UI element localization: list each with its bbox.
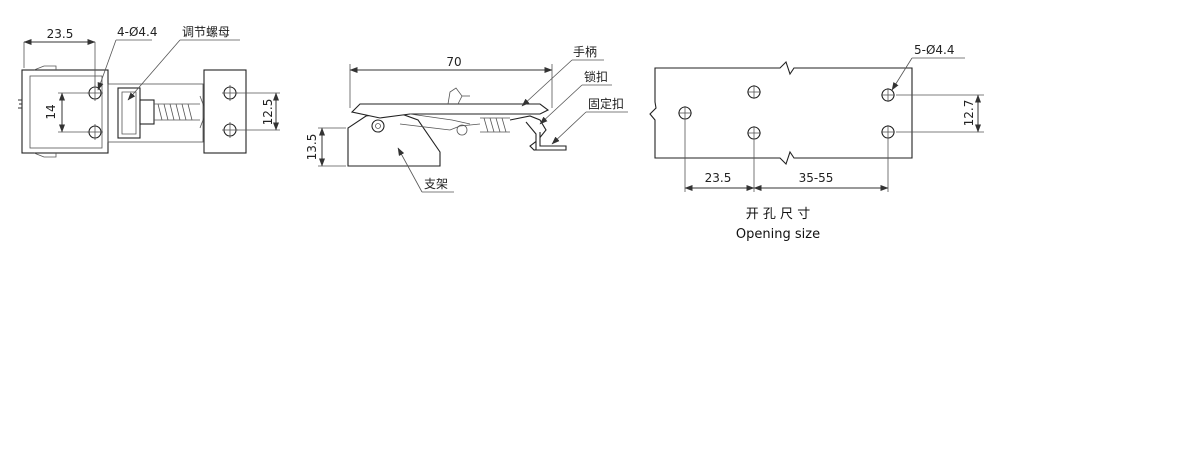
label-handle: 手柄 bbox=[573, 45, 597, 59]
top-view: 23.5 4-Ø4.4 调节螺母 14 12.5 bbox=[18, 25, 280, 158]
dim-top-height-14: 14 bbox=[44, 104, 58, 119]
label-bracket: 支架 bbox=[424, 177, 448, 191]
pivot-pin bbox=[371, 119, 385, 133]
label-lock: 锁扣 bbox=[584, 69, 608, 84]
dim-hole-left: 23.5 bbox=[705, 171, 732, 185]
dim-top-height-12-5: 12.5 bbox=[261, 99, 275, 126]
dim-hole-span: 35-55 bbox=[799, 171, 834, 185]
label-adjust-nut: 调节螺母 bbox=[182, 25, 230, 39]
adjust-nut-block bbox=[117, 87, 141, 139]
side-view: 70 13.5 手柄 锁扣 固定扣 支架 bbox=[305, 45, 628, 193]
caption-cn: 开 孔 尺 寸 bbox=[746, 207, 810, 222]
dim-top-holes: 4-Ø4.4 bbox=[117, 25, 158, 39]
dim-top-width: 23.5 bbox=[47, 27, 74, 41]
base-plate bbox=[21, 69, 109, 154]
bracket bbox=[347, 111, 441, 167]
adjust-nut bbox=[139, 99, 155, 125]
fixed-clip bbox=[525, 121, 567, 151]
label-fixed: 固定扣 bbox=[588, 96, 624, 111]
threaded-rod bbox=[154, 103, 200, 121]
hole-view: 5-Ø4.4 12.7 23.5 35-55 开 孔 尺 寸 Opening s… bbox=[649, 43, 984, 242]
dim-side-height: 13.5 bbox=[305, 134, 319, 161]
dim-side-length: 70 bbox=[446, 55, 461, 69]
base-plate-inner bbox=[29, 75, 103, 149]
caption-en: Opening size bbox=[736, 227, 820, 242]
dim-hole-count: 5-Ø4.4 bbox=[914, 43, 955, 57]
handle bbox=[350, 103, 550, 119]
side-spring bbox=[480, 117, 510, 133]
dim-hole-height: 12.7 bbox=[962, 100, 976, 127]
panel-outline bbox=[649, 60, 913, 166]
right-plate bbox=[203, 69, 247, 154]
